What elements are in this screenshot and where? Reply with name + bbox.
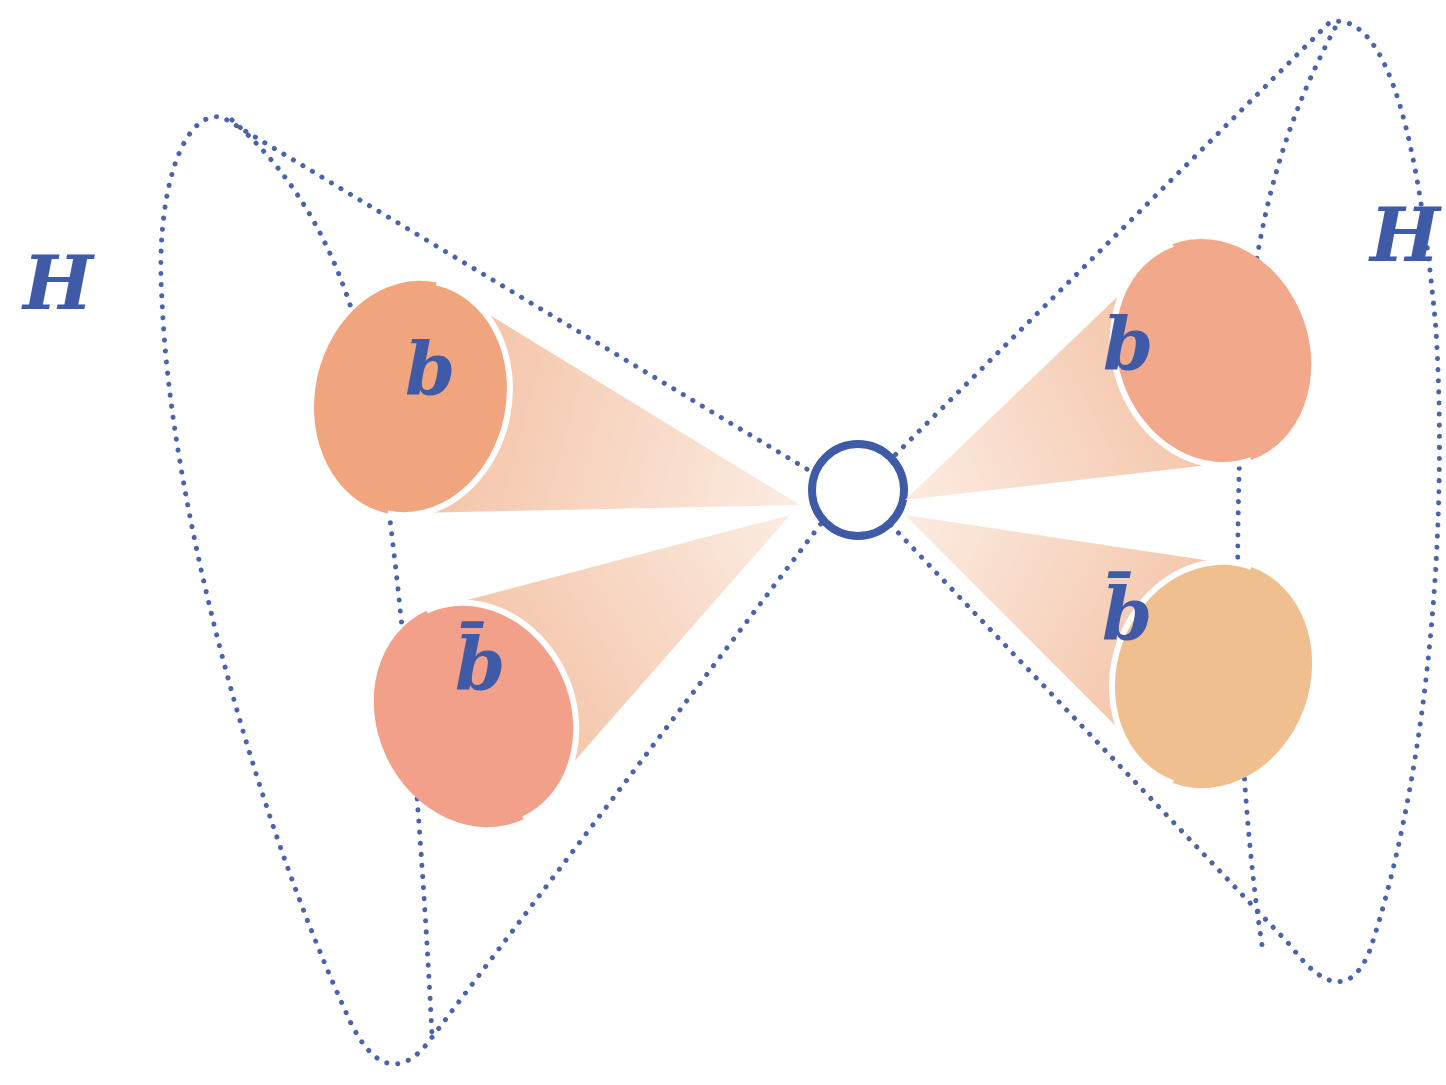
jet-cone: b̄ <box>360 500 800 840</box>
higgs-outline-back <box>232 120 432 1035</box>
cone-shape <box>300 270 810 530</box>
higgs-outline <box>161 117 845 1064</box>
cone-shape <box>360 500 800 840</box>
jet-cap <box>1082 211 1343 493</box>
vertex-circle <box>812 444 904 536</box>
higgs-outline <box>872 21 1439 981</box>
jet-cap <box>1081 533 1344 816</box>
jet-rim <box>387 283 509 516</box>
higgs-outline-back <box>1238 28 1335 945</box>
cone-shape <box>880 225 1320 485</box>
jet-rim <box>426 603 576 819</box>
higgs-group: Hb b̄ <box>790 0 1446 1000</box>
quark-label: b̄ <box>455 629 505 701</box>
jet-cone: b <box>880 225 1320 485</box>
quark-label: b̄ <box>1102 579 1152 651</box>
higgs-label: H <box>1370 198 1440 272</box>
cone-shape <box>880 480 1320 810</box>
higgs-group: Hb b̄ <box>0 95 870 1085</box>
quark-label: b <box>1103 309 1153 381</box>
jet-cone: b <box>300 270 810 530</box>
outline-shape <box>790 0 1446 1000</box>
higgs-label: H <box>23 246 93 320</box>
quark-label: b <box>405 334 455 406</box>
jet-cone: b̄ <box>880 480 1320 810</box>
jet-cap <box>293 262 532 533</box>
outline-shape <box>0 95 870 1085</box>
jet-cap <box>338 569 613 860</box>
